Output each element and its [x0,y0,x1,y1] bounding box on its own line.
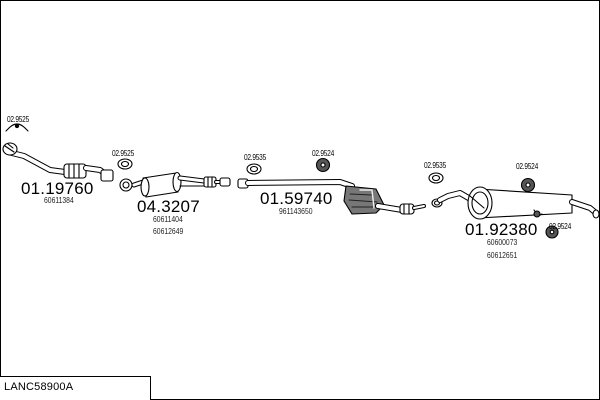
part-number: 01.92380 [465,220,538,239]
catalyst-part [131,171,231,198]
part-number: 04.3207 [137,197,200,216]
diagram-code-box: LANC58900A [0,376,151,400]
part-number: 01.19760 [21,179,94,198]
part-number: 01.59740 [260,189,333,208]
oem-number: 60612649 [153,227,184,236]
fitting-code-label: 02.9525 [7,115,29,124]
oem-number: 961143650 [279,207,313,216]
rubber-mount-icon [520,177,536,193]
fitting-code-label: 02.9524 [312,149,334,158]
oem-number: 60611404 [153,215,183,224]
rear-silencer-part [437,186,600,220]
oem-number: 60600073 [487,238,518,247]
middle-silencer-part [237,178,426,215]
diagram-code: LANC58900A [4,381,74,393]
front-pipe-part [2,142,114,182]
rubber-mount-icon [315,157,331,173]
oem-number: 60612651 [487,251,518,260]
gasket-ring-icon [428,172,444,184]
fitting-code-label: 02.9524 [516,162,538,171]
fitting-code-label: 02.9535 [424,161,446,170]
fitting-code-label: 02.9525 [112,149,134,158]
fitting-code-label: 02.9535 [244,153,266,162]
rubber-mount-icon [545,225,559,239]
fitting-code-label: 02.9524 [549,222,571,231]
gasket-ring-icon [117,158,133,170]
gasket-ring-icon [119,178,133,192]
oem-number: 60611384 [44,196,74,205]
pipe-clamp-icon [5,123,29,132]
gasket-ring-icon [246,163,262,175]
